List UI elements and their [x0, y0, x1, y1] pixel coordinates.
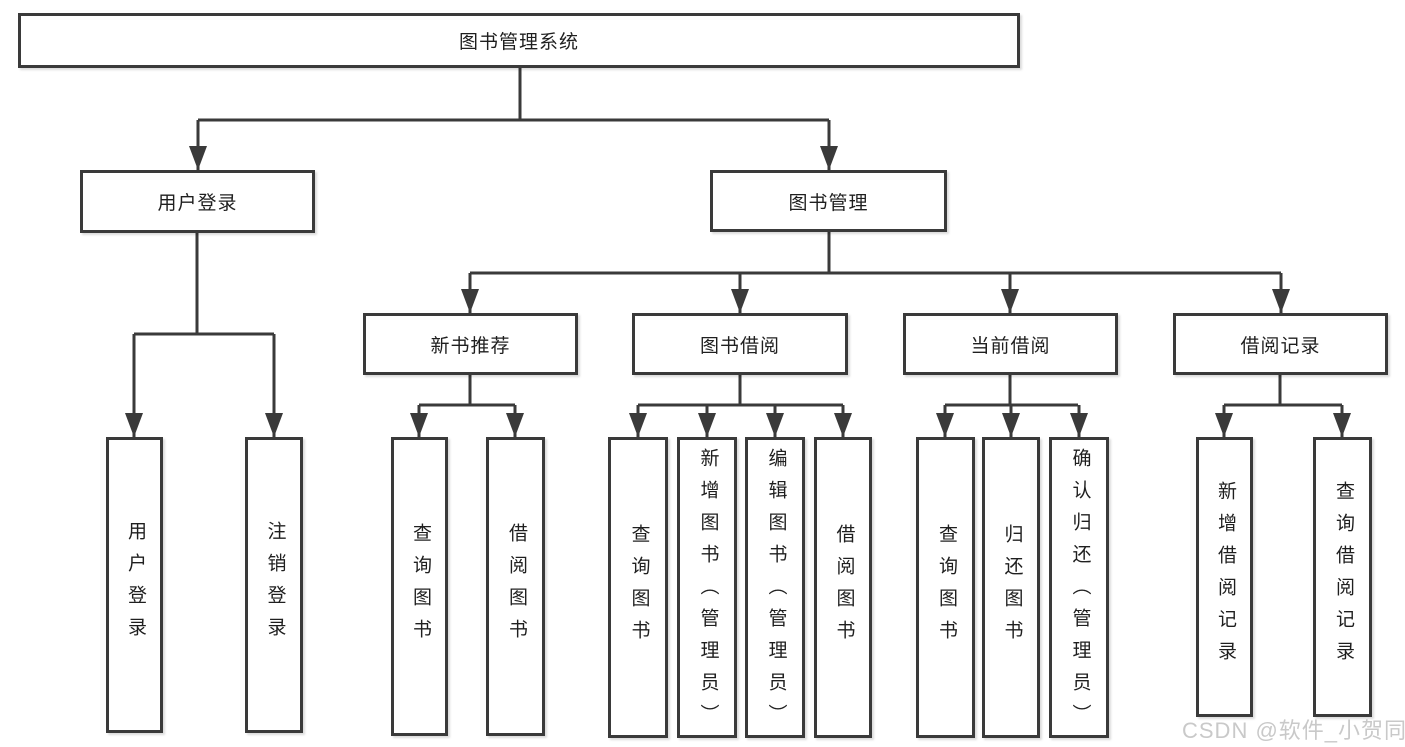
node-book-management: 图书管理	[710, 170, 947, 232]
leaf-current-query-books: 查询图书	[916, 437, 975, 738]
leaf-logout-login: 注销登录	[245, 437, 303, 733]
leaf-recommend-query-books: 查询图书	[391, 437, 448, 736]
watermark: CSDN @软件_小贺同学	[1182, 718, 1405, 743]
leaf-borrowing-add-books-admin: 新增图书（管理员）	[677, 437, 737, 738]
node-book-borrowing: 图书借阅	[632, 313, 848, 375]
leaf-borrowing-borrow-books: 借阅图书	[814, 437, 872, 738]
leaf-borrowing-query-books: 查询图书	[608, 437, 668, 738]
leaf-current-return-books: 归还图书	[982, 437, 1040, 738]
leaf-user-login: 用户登录	[106, 437, 163, 733]
leaf-current-confirm-return-admin: 确认归还（管理员）	[1049, 437, 1109, 738]
node-borrowing-records: 借阅记录	[1173, 313, 1388, 375]
node-current-borrowing: 当前借阅	[903, 313, 1118, 375]
leaf-records-query-borrow-record: 查询借阅记录	[1313, 437, 1372, 717]
leaf-recommend-borrow-books: 借阅图书	[486, 437, 545, 736]
leaf-borrowing-edit-books-admin: 编辑图书（管理员）	[745, 437, 805, 738]
node-user-login: 用户登录	[80, 170, 315, 233]
leaf-records-add-borrow-record: 新增借阅记录	[1196, 437, 1253, 717]
node-library-management-system: 图书管理系统	[18, 13, 1020, 68]
node-new-book-recommendation: 新书推荐	[363, 313, 578, 375]
